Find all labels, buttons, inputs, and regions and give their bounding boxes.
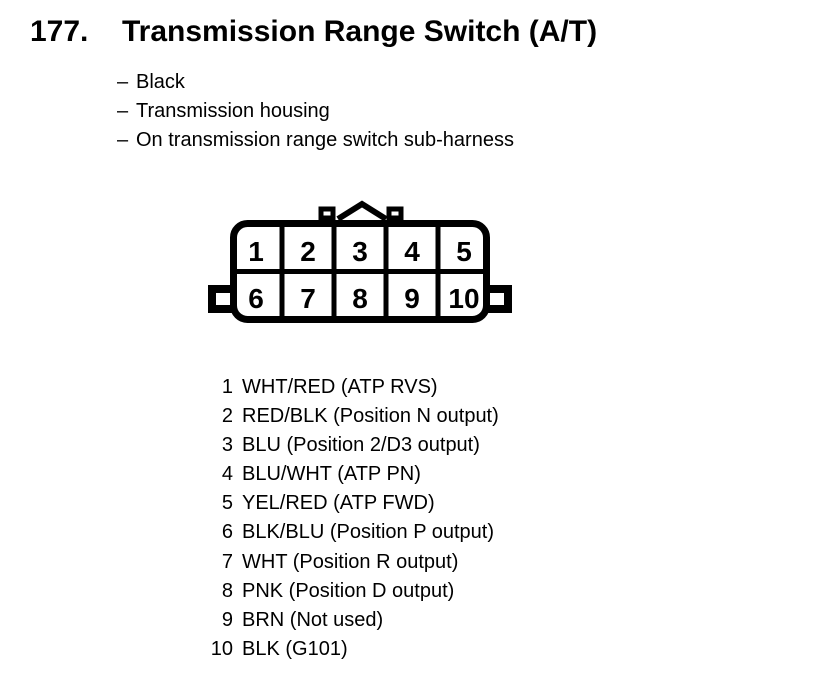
note-color: Black [136,71,185,93]
connector-cavity-9: 9 [404,283,420,314]
connector-cavity-5: 5 [456,236,472,267]
connector-cavity-3: 3 [352,236,368,267]
pin-wire-label: WHT/RED (ATP RVS) [242,376,438,398]
connector-cavity-4: 4 [404,236,420,267]
pin-number: 7 [221,550,233,573]
pin-number: 3 [221,434,233,457]
page-title: Transmission Range Switch (A/T) [122,15,598,48]
connector-side-tab-left [208,285,236,313]
connector-diagram: 1 2 3 4 5 6 7 8 9 10 [190,190,520,330]
connector-cavity-7: 7 [300,283,316,314]
connector-top-tab-left [318,206,336,221]
pin-number: 5 [221,492,233,515]
connector-cavity-6: 6 [248,283,264,314]
pin-wire-label: YEL/RED (ATP FWD) [242,492,435,515]
note-dash: – [117,71,129,93]
pin-number: 1 [221,376,233,398]
connector-side-tab-right [484,285,512,313]
connector-notes: – Black – Transmission housing – On tran… [117,68,514,155]
pin-wire-label: BRN (Not used) [242,608,384,631]
note-row: – Black [117,68,514,97]
section-number: 177. [30,15,89,48]
note-row: – On transmission range switch sub-harne… [117,126,514,155]
pin-wire-label: BLK (G101) [242,637,348,660]
pinout-row: 6 BLK/BLU (Position P output) [190,518,499,547]
note-row: – Transmission housing [117,97,514,126]
pin-wire-label: BLU (Position 2/D3 output) [242,434,480,457]
pinout-list: 1 WHT/RED (ATP RVS) 2 RED/BLK (Position … [190,373,499,664]
connector-cavity-8: 8 [352,283,368,314]
pin-wire-label: BLK/BLU (Position P output) [242,521,494,544]
note-harness: On transmission range switch sub-harness [136,129,514,151]
pin-wire-label: WHT (Position R output) [242,550,459,573]
pinout-row: 9 BRN (Not used) [190,606,499,635]
pin-wire-label: PNK (Position D output) [242,579,455,602]
pin-number: 10 [210,637,233,660]
pinout-row: 3 BLU (Position 2/D3 output) [190,431,499,460]
pin-number: 6 [221,521,233,544]
note-dash: – [117,100,129,122]
pinout-row: 7 WHT (Position R output) [190,548,499,577]
connector-top-tab-right [386,206,404,221]
pinout-row: 10 BLK (G101) [190,635,499,664]
pin-number: 8 [221,579,233,602]
pinout-row: 2 RED/BLK (Position N output) [190,402,499,431]
pinout-row: 5 YEL/RED (ATP FWD) [190,489,499,518]
pinout-row: 4 BLU/WHT (ATP PN) [190,460,499,489]
connector-cavity-10: 10 [448,283,479,314]
pin-number: 4 [221,463,233,486]
pinout-row: 1 WHT/RED (ATP RVS) [190,373,499,402]
connector-cavity-2: 2 [300,236,316,267]
note-dash: – [117,129,129,151]
pin-number: 9 [221,608,233,631]
connector-cavity-1: 1 [248,236,264,267]
pin-wire-label: BLU/WHT (ATP PN) [242,463,421,486]
pin-number: 2 [221,405,233,428]
note-location: Transmission housing [136,100,330,122]
pinout-row: 8 PNK (Position D output) [190,577,499,606]
connector-keying-chevron [336,200,388,222]
pin-wire-label: RED/BLK (Position N output) [242,405,499,428]
